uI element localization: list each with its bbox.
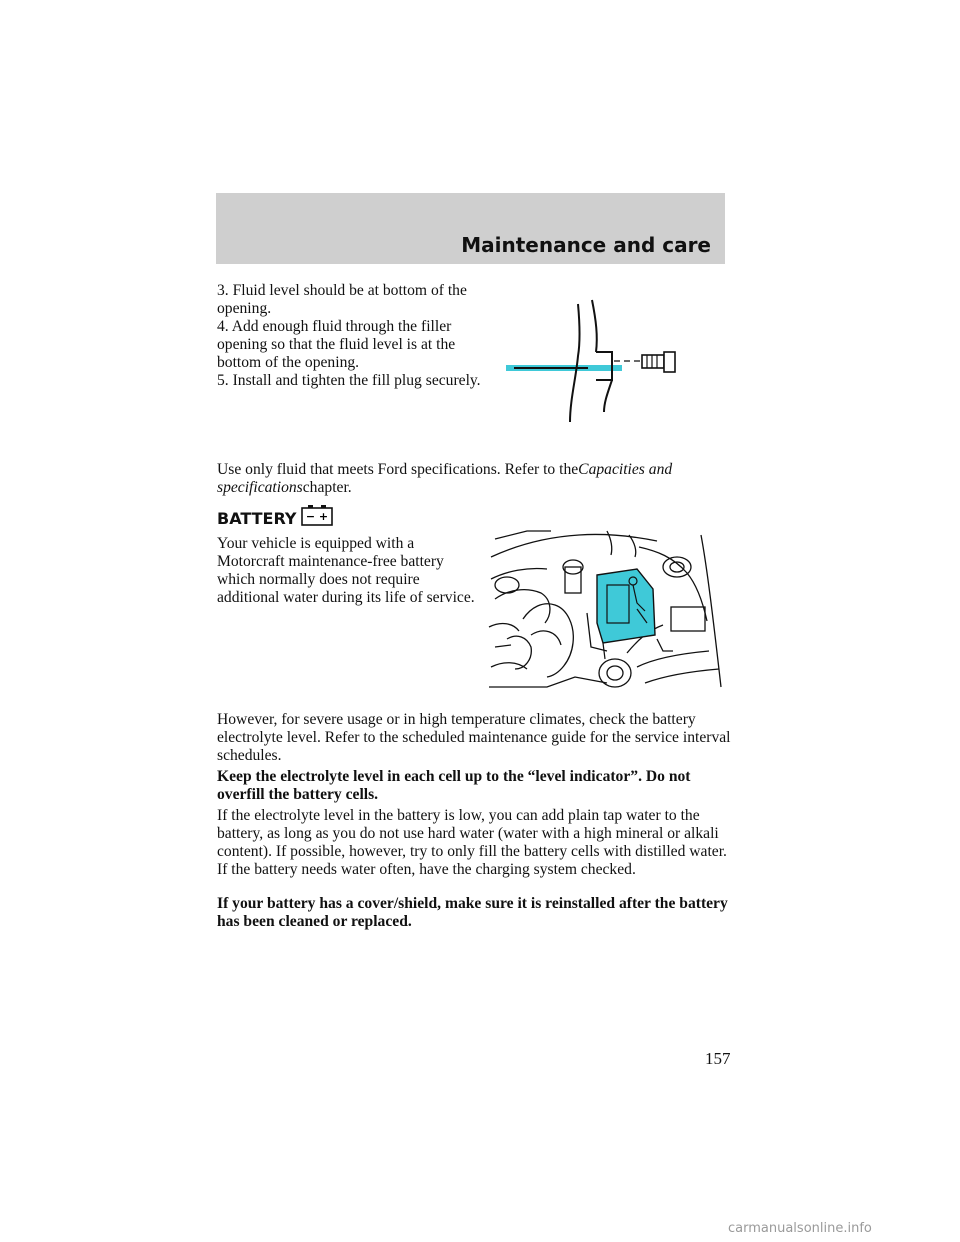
step-4-text: 4. Add enough fluid through the filler o… [217, 318, 456, 371]
tap-water-text: If the electrolyte level in the battery … [217, 807, 727, 878]
spec-note-text: Use only fluid that meets Ford specifica… [217, 461, 579, 478]
battery-highlight [596, 568, 656, 644]
battery-heading-text: BATTERY [217, 509, 297, 528]
electrolyte-warning: Keep the electrolyte level in each cell … [217, 768, 691, 803]
watermark: carmanualsonline.info [728, 1221, 872, 1236]
spec-note: Use only fluid that meets Ford specifica… [217, 461, 737, 497]
fill-plug-illustration [506, 299, 676, 423]
cover-warning: If your battery has a cover/shield, make… [217, 895, 728, 930]
step-3-text: 3. Fluid level should be at bottom of th… [217, 282, 467, 317]
page-number: 157 [705, 1049, 731, 1068]
section-header: Maintenance and care [216, 193, 725, 264]
step-5-text: 5. Install and tighten the fill plug sec… [217, 372, 481, 389]
capacities-reference: Capacities and specifications [217, 461, 673, 496]
section-title: Maintenance and care [461, 233, 711, 257]
spec-note-end: chapter. [302, 479, 352, 496]
battery-heading: BATTERY − + [217, 505, 333, 528]
engine-battery-illustration [488, 530, 722, 688]
battery-plus: + [318, 510, 327, 523]
battery-intro: Your vehicle is equipped with a Motorcra… [217, 535, 475, 606]
severe-usage-text: However, for severe usage or in high tem… [217, 711, 731, 764]
battery-icon: − + [300, 505, 333, 526]
fill-plug-icon [641, 354, 665, 369]
battery-minus: − [305, 510, 314, 523]
